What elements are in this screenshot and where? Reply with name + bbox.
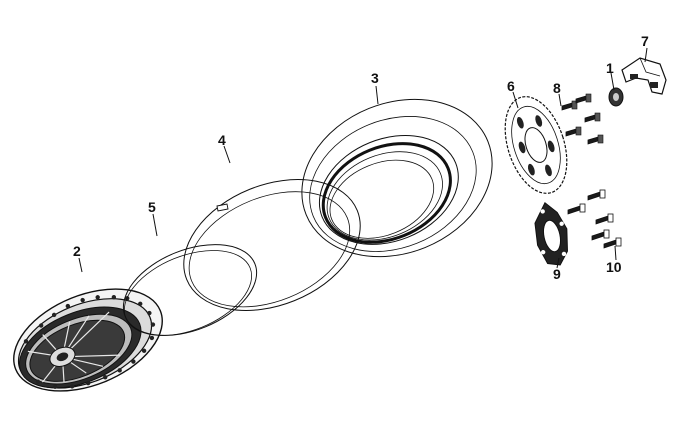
sprocket-carrier — [534, 201, 568, 266]
callout-3: 3 — [371, 70, 379, 86]
bearing — [608, 87, 624, 107]
callout-4: 4 — [218, 132, 226, 148]
leader-lines — [78, 47, 648, 273]
bracket — [621, 57, 667, 95]
sprocket-bolts — [567, 189, 622, 249]
callout-1: 1 — [606, 60, 614, 76]
wheel-rim — [13, 288, 163, 392]
callout-2: 2 — [73, 243, 81, 259]
callout-10: 10 — [606, 259, 622, 275]
callout-7: 7 — [641, 33, 649, 49]
callout-6: 6 — [507, 78, 515, 94]
callout-5: 5 — [148, 199, 156, 215]
tyre — [301, 98, 493, 258]
callout-9: 9 — [553, 266, 561, 282]
rim-band — [122, 244, 258, 336]
callout-8: 8 — [553, 80, 561, 96]
disc-bolts — [561, 93, 604, 145]
inner-tube — [183, 179, 361, 311]
brake-disc — [504, 96, 568, 194]
valve-stem — [216, 203, 229, 212]
